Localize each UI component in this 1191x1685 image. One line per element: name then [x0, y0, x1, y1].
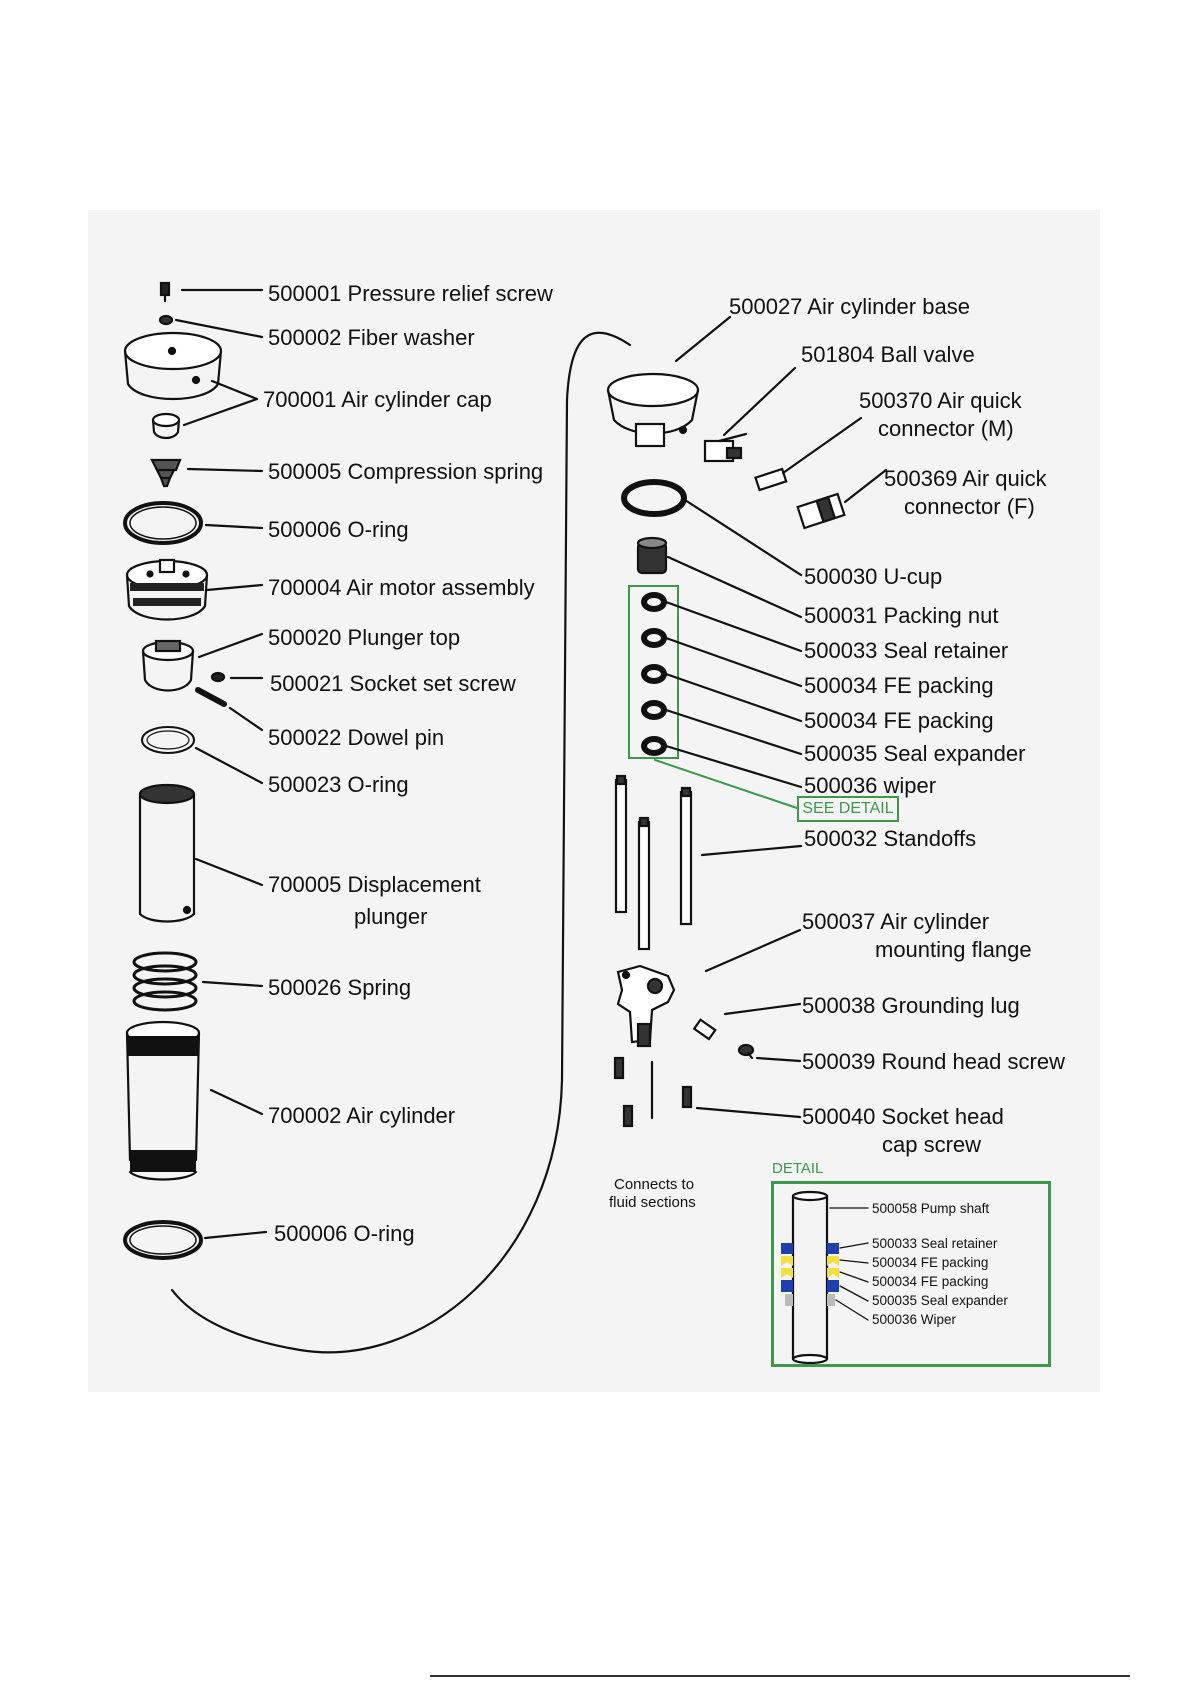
- label-air-quick-connector-f-line2: connector (F): [904, 494, 1035, 519]
- label-air-motor-assembly: 700004 Air motor assembly: [268, 575, 535, 600]
- seal-group-box: [628, 585, 679, 759]
- compression-spring-part: [150, 458, 182, 488]
- label-fiber-washer: 500002 Fiber washer: [268, 325, 475, 350]
- air-cylinder-base-part: [606, 372, 700, 448]
- label-air-cylinder-base: 500027 Air cylinder base: [729, 294, 970, 319]
- air-quick-connector-f-part: [796, 492, 846, 530]
- label-pressure-relief-screw: 500001 Pressure relief screw: [268, 281, 553, 306]
- plunger-top-part: [141, 639, 195, 692]
- see-detail-tag: SEE DETAIL: [797, 796, 899, 822]
- label-seal-retainer: 500033 Seal retainer: [804, 638, 1009, 663]
- label-u-cup: 500030 U-cup: [804, 564, 943, 589]
- pressure-relief-screw-part: [159, 281, 171, 303]
- o-ring-part-1: [123, 501, 203, 545]
- air-cylinder-cap-part: [123, 331, 223, 400]
- label-seal-expander: 500035 Seal expander: [804, 741, 1026, 766]
- label-air-quick-connector-m-line2: connector (M): [878, 416, 1014, 441]
- label-air-cylinder-cap: 700001 Air cylinder cap: [263, 387, 492, 412]
- round-head-screw-part: [737, 1043, 755, 1060]
- connects-note-line1: Connects to: [614, 1176, 695, 1193]
- label-grounding-lug: 500038 Grounding lug: [802, 993, 1020, 1018]
- displacement-plunger-part: [138, 783, 196, 923]
- label-displacement-plunger: 700005 Displacement: [268, 872, 481, 897]
- label-o-ring-2: 500023 O-ring: [268, 772, 409, 797]
- air-hose: [170, 331, 632, 1354]
- seal-stack-part: [641, 592, 667, 756]
- label-socket-head-cap-screw-line2: cap screw: [882, 1132, 982, 1157]
- detail-box: [771, 1181, 1051, 1367]
- label-fe-packing-2: 500034 FE packing: [804, 708, 994, 733]
- drawing-background: [88, 210, 1100, 1392]
- detail-label-wiper: 500036 Wiper: [872, 1312, 957, 1327]
- label-socket-set-screw: 500021 Socket set screw: [270, 671, 516, 696]
- label-socket-head-cap-screw: 500040 Socket head: [802, 1104, 1004, 1129]
- mounting-flange-part: [616, 964, 676, 1048]
- label-ball-valve: 501804 Ball valve: [801, 342, 975, 367]
- detail-label-fe-packing-1: 500034 FE packing: [872, 1255, 989, 1270]
- air-quick-connector-m-part: [754, 467, 788, 492]
- air-motor-assembly-part: [125, 558, 209, 621]
- detail-pump-shaft: [791, 1190, 829, 1365]
- socket-head-screws-part: [613, 1056, 693, 1128]
- label-o-ring-3: 500006 O-ring: [274, 1221, 415, 1246]
- o-ring-part-2: [141, 726, 195, 754]
- label-wiper: 500036 wiper: [804, 773, 937, 798]
- label-air-quick-connector-m: 500370 Air quick: [859, 388, 1022, 413]
- detail-seal-left: [781, 1243, 793, 1306]
- grounding-lug-part: [692, 1018, 717, 1041]
- label-air-cylinder: 700002 Air cylinder: [268, 1103, 456, 1128]
- label-standoffs: 500032 Standoffs: [804, 826, 977, 851]
- spring-part: [132, 951, 198, 1012]
- air-cylinder-part: [125, 1020, 201, 1181]
- detail-title: DETAIL: [772, 1160, 824, 1177]
- connects-note-line2: fluid sections: [609, 1194, 696, 1211]
- cap-plug-part: [151, 412, 181, 440]
- o-ring-part-3: [123, 1220, 203, 1260]
- label-fe-packing-1: 500034 FE packing: [804, 673, 994, 698]
- label-compression-spring: 500005 Compression spring: [268, 459, 544, 484]
- detail-label-seal-expander: 500035 Seal expander: [872, 1293, 1008, 1308]
- label-packing-nut: 500031 Packing nut: [804, 603, 999, 628]
- packing-nut-part: [636, 536, 668, 575]
- label-dowel-pin: 500022 Dowel pin: [268, 725, 445, 750]
- label-mounting-flange: 500037 Air cylinder: [802, 909, 990, 934]
- detail-label-pump-shaft: 500058 Pump shaft: [872, 1201, 990, 1216]
- label-round-head-screw: 500039 Round head screw: [802, 1049, 1065, 1074]
- dowel-pin-part: [195, 687, 227, 707]
- label-plunger-top: 500020 Plunger top: [268, 625, 461, 650]
- u-cup-part: [621, 479, 687, 517]
- label-air-quick-connector-f: 500369 Air quick: [884, 466, 1047, 491]
- label-displacement-plunger-line2: plunger: [354, 904, 428, 929]
- page-bottom-rule: [430, 1675, 1130, 1677]
- detail-label-fe-packing-2: 500034 FE packing: [872, 1274, 989, 1289]
- detail-seal-right: [827, 1243, 839, 1306]
- fiber-washer-part: [158, 314, 174, 326]
- socket-set-screw-part: [210, 671, 226, 683]
- ball-valve-part: [703, 432, 748, 463]
- label-o-ring-1: 500006 O-ring: [268, 517, 409, 542]
- label-mounting-flange-line2: mounting flange: [875, 937, 1032, 962]
- standoffs-part: [614, 774, 693, 951]
- label-spring: 500026 Spring: [268, 975, 412, 1000]
- detail-label-seal-retainer: 500033 Seal retainer: [872, 1236, 998, 1251]
